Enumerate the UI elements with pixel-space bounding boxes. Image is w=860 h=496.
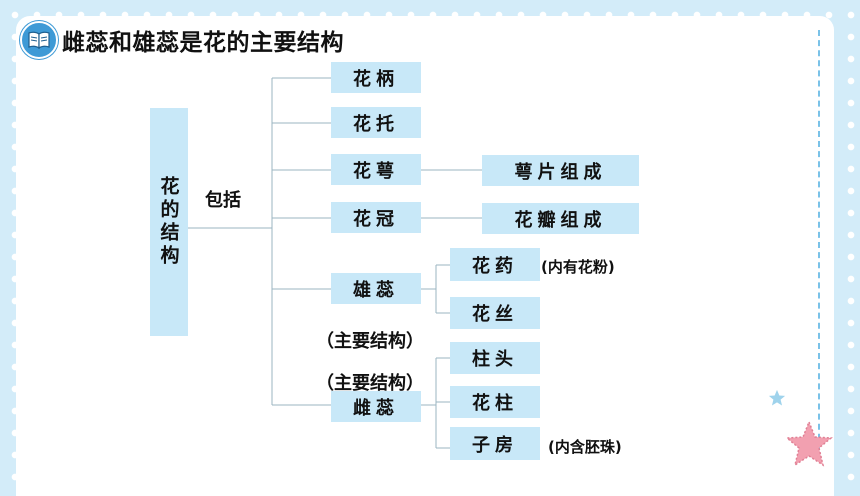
node-ovary: 子房 xyxy=(450,427,540,460)
node-stamen: 雄蕊 xyxy=(331,273,421,304)
star-icon xyxy=(785,420,833,467)
node-calyx-desc: 萼片组成 xyxy=(482,155,639,186)
book-icon xyxy=(20,21,58,59)
stamen-note: （主要结构） xyxy=(316,331,424,352)
title-row: 雌蕊和雄蕊是花的主要结构 xyxy=(20,21,344,59)
node-receptacle: 花托 xyxy=(331,107,421,138)
node-anther: 花药 xyxy=(450,248,540,281)
page-title: 雌蕊和雄蕊是花的主要结构 xyxy=(62,30,344,56)
pistil-note: （主要结构） xyxy=(316,373,424,394)
node-filament: 花丝 xyxy=(450,297,540,329)
card-dashed-edge xyxy=(818,30,820,460)
anther-note: (内有花粉) xyxy=(541,258,615,276)
node-pistil: 雌蕊 xyxy=(331,391,421,422)
node-corolla: 花冠 xyxy=(331,202,421,233)
connector-lines xyxy=(188,77,482,449)
node-calyx: 花萼 xyxy=(331,154,421,185)
ovary-note: (内含胚珠) xyxy=(548,438,622,456)
root-node: 花的结构 xyxy=(150,108,188,336)
node-corolla-desc: 花瓣组成 xyxy=(482,203,639,234)
root-label: 花的结构 xyxy=(157,176,180,268)
star-icon xyxy=(768,389,786,406)
node-stigma: 柱头 xyxy=(450,342,540,374)
node-style: 花柱 xyxy=(450,386,540,418)
connector-label: 包括 xyxy=(205,190,241,211)
node-stalk: 花柄 xyxy=(331,62,421,93)
